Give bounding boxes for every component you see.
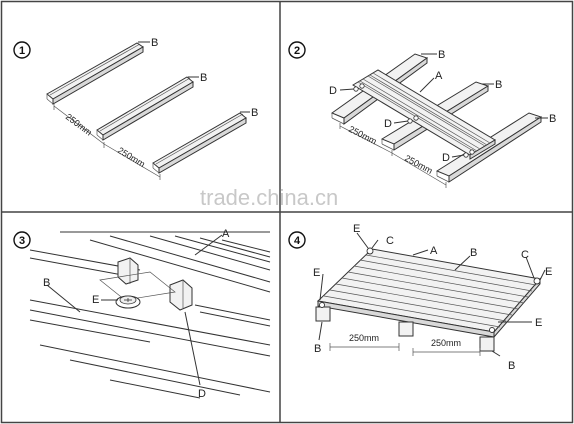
- panel-3: 3: [13, 228, 271, 400]
- deck-boards: [352, 69, 496, 160]
- dimension-line-1: [329, 343, 400, 351]
- label-b: B: [251, 107, 258, 119]
- step-badge-2: 2: [288, 41, 306, 59]
- label-c: C: [521, 249, 529, 261]
- label-e: E: [92, 294, 99, 306]
- joist-1: [46, 42, 144, 105]
- label-b: B: [43, 277, 50, 289]
- label-b: B: [438, 49, 445, 61]
- deck-surface: [316, 248, 541, 339]
- label-a: A: [222, 228, 230, 240]
- label-e: E: [313, 267, 320, 279]
- step-number-4: 4: [294, 235, 301, 247]
- joist-b: [29, 299, 271, 399]
- dimension-label: 250mm: [403, 153, 434, 176]
- watermark: trade.china.cn: [200, 185, 338, 210]
- label-e: E: [535, 317, 542, 329]
- label-a: A: [430, 245, 438, 257]
- dimension-label: 250mm: [64, 112, 94, 138]
- label-d: D: [384, 118, 392, 130]
- dimension-line-2: [391, 152, 447, 188]
- step-badge-4: 4: [288, 231, 306, 249]
- label-d: D: [442, 152, 450, 164]
- edge-clips: [319, 247, 541, 333]
- panel-2: 2: [288, 41, 556, 188]
- step-badge-3: 3: [13, 231, 31, 249]
- label-e: E: [545, 266, 552, 278]
- label-b: B: [470, 247, 477, 259]
- label-a: A: [435, 70, 443, 82]
- deck-board-lower: [29, 249, 271, 327]
- panel-1: 1 B B B: [13, 37, 258, 180]
- dimension-line-1: [53, 104, 105, 148]
- clip-fasteners: [353, 83, 475, 158]
- screw-e: [115, 295, 141, 309]
- dimension-label: 250mm: [431, 338, 461, 348]
- step-badge-1: 1: [13, 41, 31, 59]
- dimension-label: 250mm: [347, 124, 378, 147]
- dimension-line-2: [103, 143, 161, 180]
- label-b: B: [495, 79, 502, 91]
- clip-d: [99, 257, 193, 311]
- joist-3: [152, 112, 247, 174]
- dimension-line-2: [412, 348, 481, 356]
- dimension-label: 250mm: [116, 145, 147, 169]
- joist-2: [96, 76, 194, 141]
- label-b: B: [151, 37, 158, 49]
- panel-4: 4: [288, 223, 552, 372]
- label-d: D: [198, 388, 206, 400]
- deck-board-a: [60, 231, 271, 293]
- label-b: B: [549, 113, 556, 125]
- dimension-label: 250mm: [349, 333, 379, 343]
- step-number-2: 2: [294, 45, 300, 57]
- label-b: B: [200, 72, 207, 84]
- label-b: B: [508, 360, 515, 372]
- label-d: D: [329, 85, 337, 97]
- label-e: E: [353, 223, 360, 235]
- label-b: B: [314, 343, 321, 355]
- step-number-1: 1: [19, 45, 25, 57]
- step-number-3: 3: [19, 235, 25, 247]
- label-c: C: [386, 235, 394, 247]
